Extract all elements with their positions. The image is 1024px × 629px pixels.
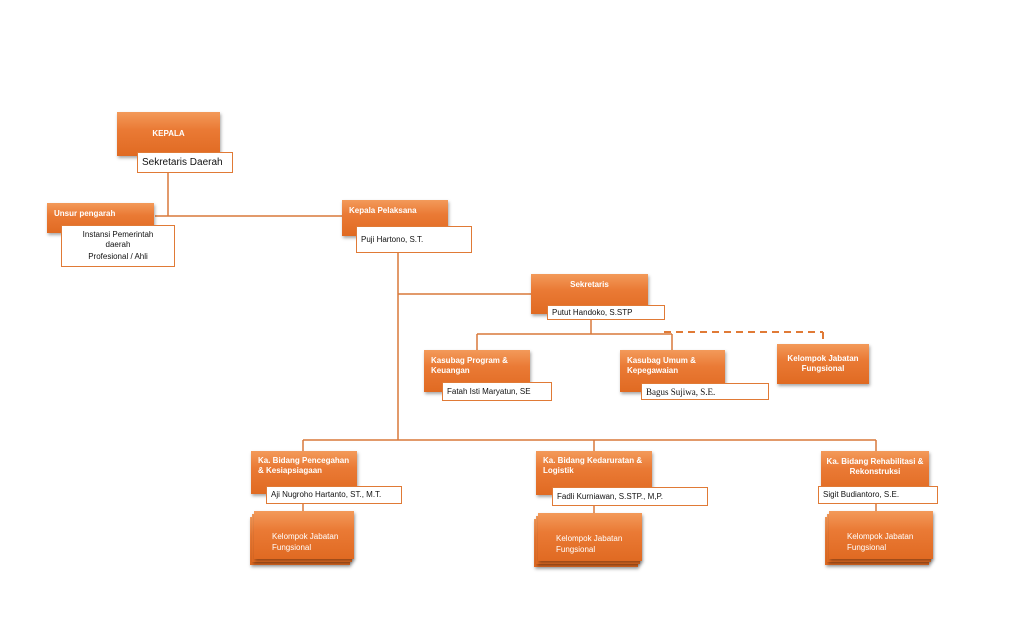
bidang-pencegahan-name-box: Aji Nugroho Hartanto, ST., M.T. <box>266 486 402 504</box>
kelompok-jabatan-pencegahan-label: Kelompok Jabatan Fungsional <box>272 532 339 552</box>
kelompok-jabatan-pencegahan: Kelompok Jabatan Fungsional <box>250 511 354 565</box>
unsur-pengarah-title: Unsur pengarah <box>54 209 116 218</box>
kepala-name-box: Sekretaris Daerah <box>137 152 233 173</box>
sekretaris-title: Sekretaris <box>570 280 609 289</box>
bidang-rehabilitasi-name-box: Sigit Budiantoro, S.E. <box>818 486 938 504</box>
kelompok-jabatan-sekretariat-title: Kelompok Jabatan Fungsional <box>787 354 859 373</box>
kelompok-jabatan-rehabilitasi: Kelompok Jabatan Fungsional <box>825 511 935 565</box>
member-instansi: Instansi Pemerintah daerah <box>82 230 154 249</box>
kepala-box: KEPALA <box>117 112 220 156</box>
bidang-rehabilitasi-name: Sigit Budiantoro, S.E. <box>823 490 900 499</box>
kepala-pelaksana-title: Kepala Pelaksana <box>349 206 417 215</box>
bidang-pencegahan-title: Ka. Bidang Pencegahan & Kesiapsiagaan <box>258 456 350 475</box>
kelompok-jabatan-rehabilitasi-label: Kelompok Jabatan Fungsional <box>847 532 914 552</box>
bidang-kedaruratan-title: Ka. Bidang Kedaruratan & Logistik <box>543 456 643 475</box>
kasubag-program-name: Fatah Isti Maryatun, SE <box>447 386 531 396</box>
bidang-kedaruratan-name-box: Fadli Kurniawan, S.STP., M,P. <box>552 487 708 506</box>
unsur-pengarah-members-box: Instansi Pemerintah daerah Profesional /… <box>61 225 175 267</box>
kasubag-program-name-box: Fatah Isti Maryatun, SE <box>442 382 552 401</box>
member-profesional: Profesional / Ahli <box>88 252 148 261</box>
kasubag-umum-name-box: Bagus Sujiwa, S.E. <box>641 383 769 400</box>
sekretaris-name-box: Putut Handoko, S.STP <box>547 305 665 320</box>
kepala-pelaksana-name: Puji Hartono, S.T. <box>361 234 424 244</box>
kepala-title: KEPALA <box>152 129 185 138</box>
kepala-name: Sekretaris Daerah <box>142 156 223 168</box>
kelompok-jabatan-kedaruratan-label: Kelompok Jabatan Fungsional <box>556 534 623 554</box>
kasubag-program-title: Kasubag Program & Keuangan <box>431 356 508 375</box>
kelompok-jabatan-kedaruratan: Kelompok Jabatan Fungsional <box>534 513 644 567</box>
kepala-pelaksana-name-box: Puji Hartono, S.T. <box>356 226 472 253</box>
bidang-pencegahan-name: Aji Nugroho Hartanto, ST., M.T. <box>271 490 382 499</box>
sekretaris-name: Putut Handoko, S.STP <box>552 307 633 317</box>
kasubag-umum-title: Kasubag Umum & Kepegawaian <box>627 356 696 375</box>
kasubag-umum-name: Bagus Sujiwa, S.E. <box>646 386 716 397</box>
bidang-kedaruratan-name: Fadli Kurniawan, S.STP., M,P. <box>557 491 663 501</box>
bidang-rehabilitasi-title: Ka. Bidang Rehabilitasi & Rekonstruksi <box>826 457 924 476</box>
kelompok-jabatan-sekretariat-box: Kelompok Jabatan Fungsional <box>777 344 869 384</box>
